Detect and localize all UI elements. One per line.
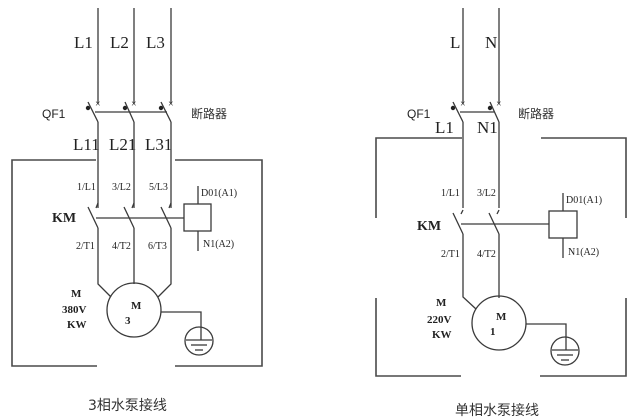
contact-hook [460,209,464,215]
contact-hook [168,202,172,209]
contactor-label: KM [52,211,76,226]
contactor-out-label: 6/T3 [148,241,167,252]
enclosure-frame-right [175,159,263,367]
ground-wire [161,311,202,340]
supply-label-l3: L3 [146,33,165,52]
motor-power-label: KW [432,329,452,341]
motor-voltage-label: 220V [427,314,452,326]
breaker-out-label-l31: L31 [145,135,172,154]
breaker-qf1: × × [450,99,502,123]
supply-label-l1: L1 [74,33,93,52]
contact-hook [131,202,135,209]
coil-top-label: D01(A1) [566,195,602,206]
contactor-out-label: 2/T1 [76,241,95,252]
motor-phase-label: 3 [125,315,131,327]
motor-symbol [106,282,162,338]
motor-wire-t3 [157,228,172,298]
diagram-caption: 3相水泵接线 [88,397,167,414]
supply-label-l2: L2 [110,33,129,52]
breaker-out-label-l1: L1 [435,118,454,137]
motor-symbol [471,295,527,351]
motor-power-label: KW [67,319,87,331]
contact-hook [95,202,99,209]
contact-blade [452,212,464,235]
three-phase-diagram: L1 L2 L3 × × × QF1 断路器 L11 L21 L31 [11,8,263,414]
breaker-blade [489,101,500,123]
motor-side-label: M [71,288,82,300]
breaker-out-label-n1: N1 [477,118,498,137]
supply-label-l: L [450,33,460,52]
breaker-pivot-dot [122,105,128,111]
motor-symbol-label: M [131,300,142,312]
motor-wire-t1 [97,228,112,298]
coil-top-label: D01(A1) [201,188,237,199]
breaker-x-mark: × [168,99,174,110]
enclosure-frame-bottom-left [375,298,461,377]
contactor-out-label: 2/T1 [441,249,460,260]
contact-hook [496,209,500,215]
breaker-name: 断路器 [191,106,227,121]
breaker-qf1: × × × [85,99,174,123]
motor-wire-t1 [462,234,477,310]
coil-bottom-label: N1(A2) [203,239,234,250]
motor-voltage-label: 380V [62,304,87,316]
enclosure-frame-top-right [541,137,627,218]
enclosure-frame-left [11,159,97,367]
contactor-out-label: 4/T2 [112,241,131,252]
breaker-blade [87,101,99,123]
ground-wire [526,323,567,350]
contact-blade [87,206,99,229]
contactor-in-label: 5/L3 [149,182,168,193]
contactor-in-label: 3/L2 [477,188,496,199]
contactor-km [87,202,184,229]
single-phase-diagram: L N × × QF1 断路器 L1 N1 1/L1 3/L2 [375,8,627,419]
supply-label-n: N [485,33,497,52]
breaker-name: 断路器 [518,106,554,121]
breaker-pivot-dot [158,105,164,111]
contactor-in-label: 1/L1 [77,182,96,193]
breaker-x-mark: × [95,99,101,110]
contactor-km [452,209,549,235]
contactor-in-label: 3/L2 [112,182,131,193]
breaker-x-mark: × [131,99,137,110]
breaker-x-mark: × [496,99,502,110]
breaker-label: QF1 [407,107,431,121]
enclosure-frame-bottom-right [540,298,627,377]
breaker-pivot-dot [85,105,91,111]
breaker-out-label-l11: L11 [73,135,100,154]
contactor-coil [183,203,212,232]
breaker-out-label-l21: L21 [109,135,136,154]
motor-side-label: M [436,297,447,309]
contactor-label: KM [417,219,441,234]
diagram-caption: 单相水泵接线 [455,402,539,419]
ground-icon [184,326,214,356]
ground-icon [550,336,580,366]
contactor-coil [548,210,578,239]
enclosure-frame-top-left [375,137,462,218]
contactor-out-label: 4/T2 [477,249,496,260]
coil-bottom-label: N1(A2) [568,247,599,258]
motor-phase-label: 1 [490,326,496,338]
breaker-label: QF1 [42,107,66,121]
contactor-in-label: 1/L1 [441,188,460,199]
motor-symbol-label: M [496,311,507,323]
breaker-x-mark: × [460,99,466,110]
breaker-pivot-dot [487,105,493,111]
breaker-blade [452,101,464,123]
breaker-pivot-dot [450,105,456,111]
